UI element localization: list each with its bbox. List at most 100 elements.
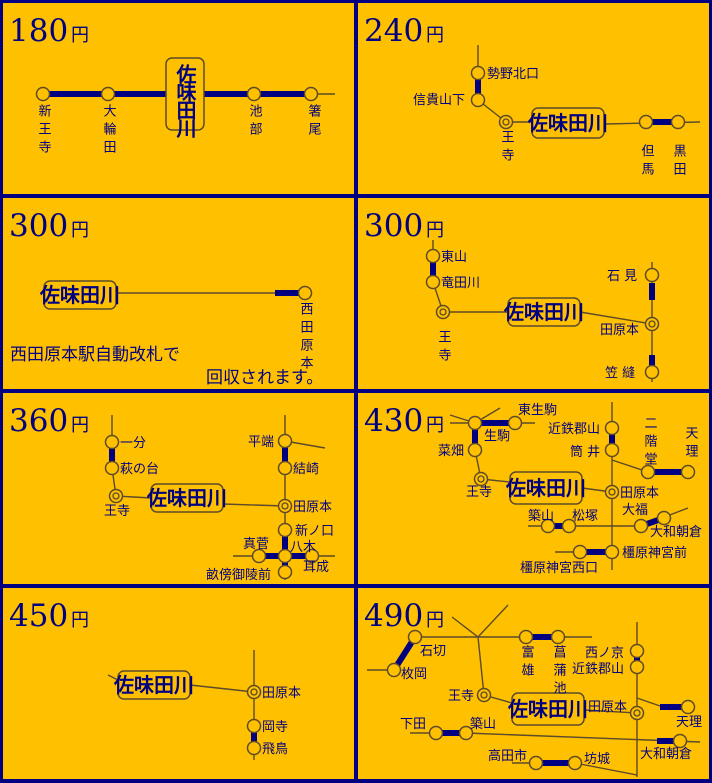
station-marker [277, 548, 293, 564]
fare-price: 180 [9, 13, 68, 49]
origin-station-box [511, 692, 585, 726]
station-marker [104, 460, 120, 476]
station-marker [303, 86, 319, 102]
station-marker [604, 420, 620, 436]
station-marker [629, 659, 645, 675]
station-label: 東生駒 [518, 402, 557, 418]
station-label: 石切 [420, 644, 446, 659]
station-label: 新王寺 [36, 103, 52, 158]
station-label: 竜田川 [441, 276, 480, 291]
station-label: 田原本 [620, 486, 659, 501]
transfer-station-marker [604, 484, 620, 500]
origin-station-box [117, 670, 191, 700]
station-marker [35, 86, 51, 102]
transfer-station-marker [629, 705, 645, 721]
fare-price: 490 [364, 598, 423, 634]
station-marker [470, 65, 486, 81]
station-marker [467, 442, 483, 458]
station-marker [277, 460, 293, 476]
station-marker [567, 755, 583, 771]
station-marker [458, 725, 474, 741]
station-label: 近鉄郡山 [572, 662, 624, 677]
fare-price: 450 [9, 598, 68, 634]
yen-unit: 円 [71, 220, 89, 241]
station-marker [644, 267, 660, 283]
station-marker [386, 662, 402, 678]
station-label: 但馬 [639, 144, 655, 180]
station-label: 大和朝倉 [650, 525, 702, 540]
rail-line [477, 604, 509, 638]
station-label: 平端 [248, 435, 274, 450]
station-label: 下田 [400, 717, 426, 732]
fare-price: 300 [364, 208, 423, 244]
origin-station-label: 佐味田川 [527, 111, 608, 135]
station-marker [680, 464, 696, 480]
station-marker [100, 86, 116, 102]
station-label: 新ノ口 [295, 523, 334, 539]
rail-line [579, 311, 653, 325]
station-label: 萩の台 [120, 462, 159, 477]
station-label: 信貴山下 [413, 93, 465, 108]
station-label: 松塚 [572, 509, 598, 524]
station-marker [277, 433, 293, 449]
origin-station-label: 佐味田川 [507, 697, 588, 721]
station-label: 田原本 [262, 686, 301, 701]
transfer-station-marker [498, 114, 514, 130]
station-label: 天理 [683, 426, 699, 462]
station-label: 耳成 [303, 560, 329, 575]
station-label: 大輪田 [101, 104, 117, 158]
yen-unit: 円 [426, 610, 444, 631]
rail-line [574, 762, 638, 776]
transfer-station-marker [476, 687, 492, 703]
station-label: 黒田 [671, 144, 687, 180]
origin-station-label: 佐味田川 [146, 486, 227, 510]
station-marker [680, 699, 696, 715]
station-marker [277, 564, 293, 580]
station-marker [644, 364, 660, 380]
origin-station-box [165, 57, 205, 131]
fare-price: 300 [9, 208, 68, 244]
station-label: 笠 縫 [605, 366, 635, 381]
transfer-inner-ring [648, 320, 656, 328]
origin-station-label: 佐味田川 [113, 673, 194, 697]
station-marker [518, 629, 534, 645]
station-label: 坊城 [584, 752, 610, 767]
station-label: 畝傍御陵前 [206, 567, 271, 583]
station-label: 生駒 [484, 429, 510, 444]
station-marker [604, 544, 620, 560]
station-marker [633, 518, 649, 534]
transfer-station-marker [246, 684, 262, 700]
notice-text: 回収されます。 [206, 368, 323, 388]
station-label: 八木 [290, 540, 316, 555]
station-marker [670, 114, 686, 130]
station-label: 築山 [470, 717, 496, 732]
station-label: 飛鳥 [262, 742, 288, 757]
station-label: 王寺 [499, 130, 515, 166]
transfer-station-marker [435, 304, 451, 320]
station-label: 岡寺 [262, 720, 288, 735]
station-marker [638, 114, 654, 130]
station-marker [470, 92, 486, 108]
station-label: 菜畑 [438, 444, 464, 459]
station-marker [550, 629, 566, 645]
station-label: 箸尾 [306, 103, 322, 140]
transfer-inner-ring [633, 709, 641, 717]
transfer-inner-ring [112, 492, 120, 500]
station-label: 王寺 [448, 689, 474, 704]
station-marker [104, 434, 120, 450]
transfer-inner-ring [281, 502, 289, 510]
station-label: 王寺 [436, 330, 452, 366]
station-marker [540, 518, 556, 534]
station-label: 一分 [120, 436, 146, 451]
station-label: 石 見 [607, 269, 637, 284]
origin-station-label: 佐味田川 [39, 283, 120, 307]
rail-line [636, 697, 661, 707]
rail-line [477, 636, 485, 696]
station-marker [604, 442, 620, 458]
